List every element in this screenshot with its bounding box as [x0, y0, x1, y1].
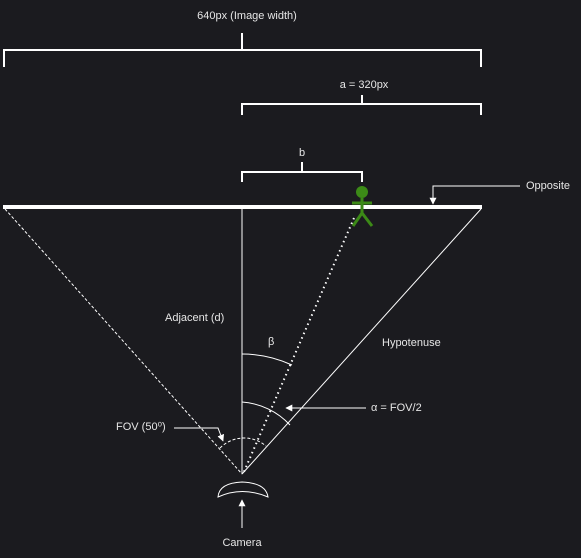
alpha-arc — [241, 401, 291, 426]
fov-pointer-arrow — [174, 427, 225, 442]
hypotenuse-label: Hypotenuse — [382, 337, 441, 349]
camera-icon — [217, 481, 269, 498]
fov-arc — [219, 437, 267, 449]
adjacent-label: Adjacent (d) — [165, 312, 224, 324]
fov-label: FOV (50⁰) — [116, 421, 166, 433]
half-width-bracket — [241, 95, 482, 115]
beta-label: β — [268, 336, 274, 348]
fov-left-edge — [4, 208, 243, 475]
alpha-label: α = FOV/2 — [371, 402, 422, 414]
beta-arc — [241, 353, 293, 366]
person-sightline — [242, 217, 355, 475]
person-icon — [351, 186, 374, 227]
hypotenuse-line — [241, 208, 482, 475]
b-label: b — [299, 147, 305, 159]
image-width-label: 640px (Image width) — [197, 10, 297, 22]
opposite-pointer-arrow — [429, 185, 520, 205]
camera-label: Camera — [222, 537, 262, 549]
opposite-label: Opposite — [526, 180, 570, 192]
image-width-bracket — [3, 33, 482, 67]
b-bracket — [241, 162, 363, 182]
half-width-label: a = 320px — [340, 79, 389, 91]
